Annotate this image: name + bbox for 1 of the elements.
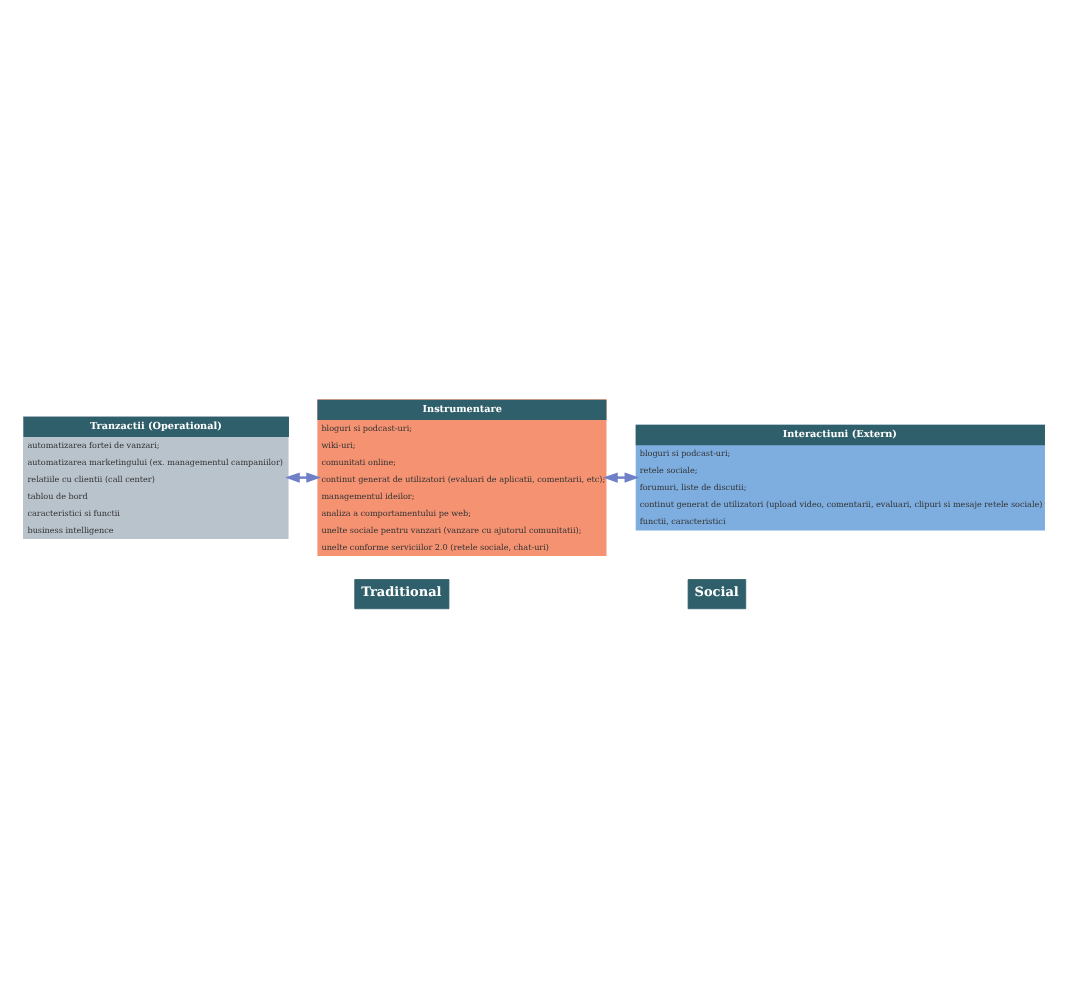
arrow xyxy=(603,472,640,483)
